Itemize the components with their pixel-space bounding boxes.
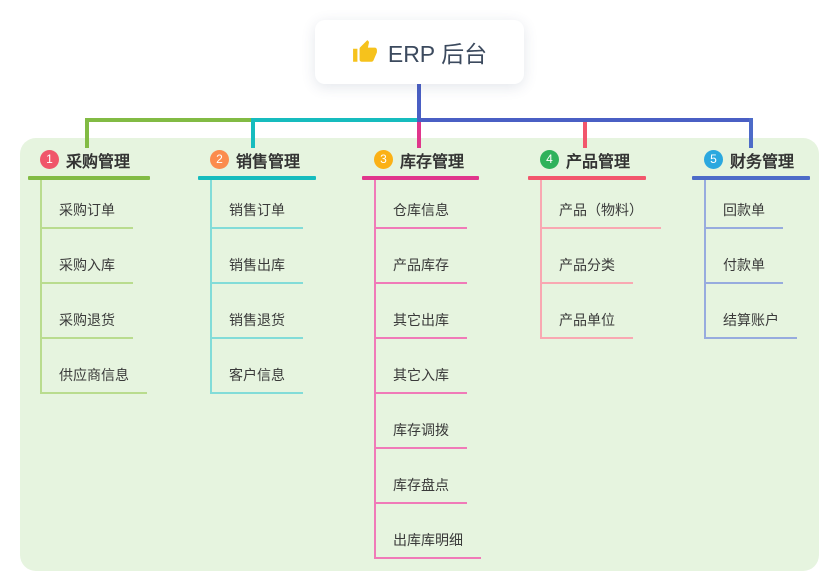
node-supplier-info[interactable]: 供应商信息 [42,339,147,394]
branch-product-title: 产品管理 [566,153,631,171]
node-sales-return[interactable]: 销售退货 [212,284,303,339]
node-stock-transfer[interactable]: 库存调拨 [376,394,467,449]
node-outbound-detail[interactable]: 出库库明细 [376,504,481,559]
branch-purchase: 1 采购管理 采购订单 采购入库 采购退货 供应商信息 [28,146,150,394]
badge-1: 1 [40,150,59,169]
badge-4: 4 [540,150,559,169]
node-other-outbound[interactable]: 其它出库 [376,284,467,339]
branch-inventory-children: 仓库信息 产品库存 其它出库 其它入库 库存调拨 库存盘点 出库库明细 [374,180,481,559]
thumbs-up-icon [352,40,377,62]
node-product-material[interactable]: 产品（物料） [542,180,661,229]
branch-product-header[interactable]: 4 产品管理 [528,146,646,173]
branch-finance-header[interactable]: 5 财务管理 [692,146,810,173]
connector-bus-green [85,118,253,122]
branch-sales-title: 销售管理 [236,153,301,171]
node-stock-taking[interactable]: 库存盘点 [376,449,467,504]
badge-3: 3 [374,150,393,169]
connector-bus-blue [417,118,753,122]
node-product-stock[interactable]: 产品库存 [376,229,467,284]
branch-product: 4 产品管理 产品（物料） 产品分类 产品单位 [528,146,661,339]
node-sales-order[interactable]: 销售订单 [212,180,303,229]
node-product-unit[interactable]: 产品单位 [542,284,633,339]
connector-drop-finance [749,118,753,148]
node-settlement-account[interactable]: 结算账户 [706,284,797,339]
branch-finance-underline [692,176,810,180]
node-sales-outbound[interactable]: 销售出库 [212,229,303,284]
branch-inventory-header[interactable]: 3 库存管理 [362,146,479,173]
branch-inventory-title: 库存管理 [400,153,465,171]
branch-purchase-children: 采购订单 采购入库 采购退货 供应商信息 [40,180,150,394]
node-warehouse-info[interactable]: 仓库信息 [376,180,467,229]
connector-bus-teal [251,118,417,122]
branch-sales-children: 销售订单 销售出库 销售退货 客户信息 [210,180,316,394]
node-other-inbound[interactable]: 其它入库 [376,339,467,394]
branch-sales-underline [198,176,316,180]
branch-purchase-title: 采购管理 [66,153,131,171]
connector-drop-product [583,122,587,148]
branches-panel [20,138,819,571]
branch-inventory: 3 库存管理 仓库信息 产品库存 其它出库 其它入库 库存调拨 库存盘点 出库库… [362,146,481,559]
branch-finance-title: 财务管理 [730,153,795,171]
connector-drop-inventory [417,122,421,148]
node-payment-bill[interactable]: 付款单 [706,229,783,284]
connector-drop-purchase [85,118,89,148]
node-purchase-inbound[interactable]: 采购入库 [42,229,133,284]
branch-inventory-underline [362,176,479,180]
connector-root-stem [417,84,421,120]
connector-drop-sales [251,118,255,148]
branch-product-underline [528,176,646,180]
branch-finance: 5 财务管理 回款单 付款单 结算账户 [692,146,810,339]
node-customer-info[interactable]: 客户信息 [212,339,303,394]
branch-product-children: 产品（物料） 产品分类 产品单位 [540,180,661,339]
root-node-label: ERP 后台 [387,41,488,67]
node-purchase-order[interactable]: 采购订单 [42,180,133,229]
node-product-category[interactable]: 产品分类 [542,229,633,284]
branch-finance-children: 回款单 付款单 结算账户 [704,180,810,339]
badge-2: 2 [210,150,229,169]
badge-5: 5 [704,150,723,169]
root-node-erp[interactable]: ERP 后台 [315,20,524,84]
branch-sales-header[interactable]: 2 销售管理 [198,146,316,173]
branch-purchase-underline [28,176,150,180]
branch-purchase-header[interactable]: 1 采购管理 [28,146,150,173]
node-purchase-return[interactable]: 采购退货 [42,284,133,339]
node-receipt-bill[interactable]: 回款单 [706,180,783,229]
branch-sales: 2 销售管理 销售订单 销售出库 销售退货 客户信息 [198,146,316,394]
